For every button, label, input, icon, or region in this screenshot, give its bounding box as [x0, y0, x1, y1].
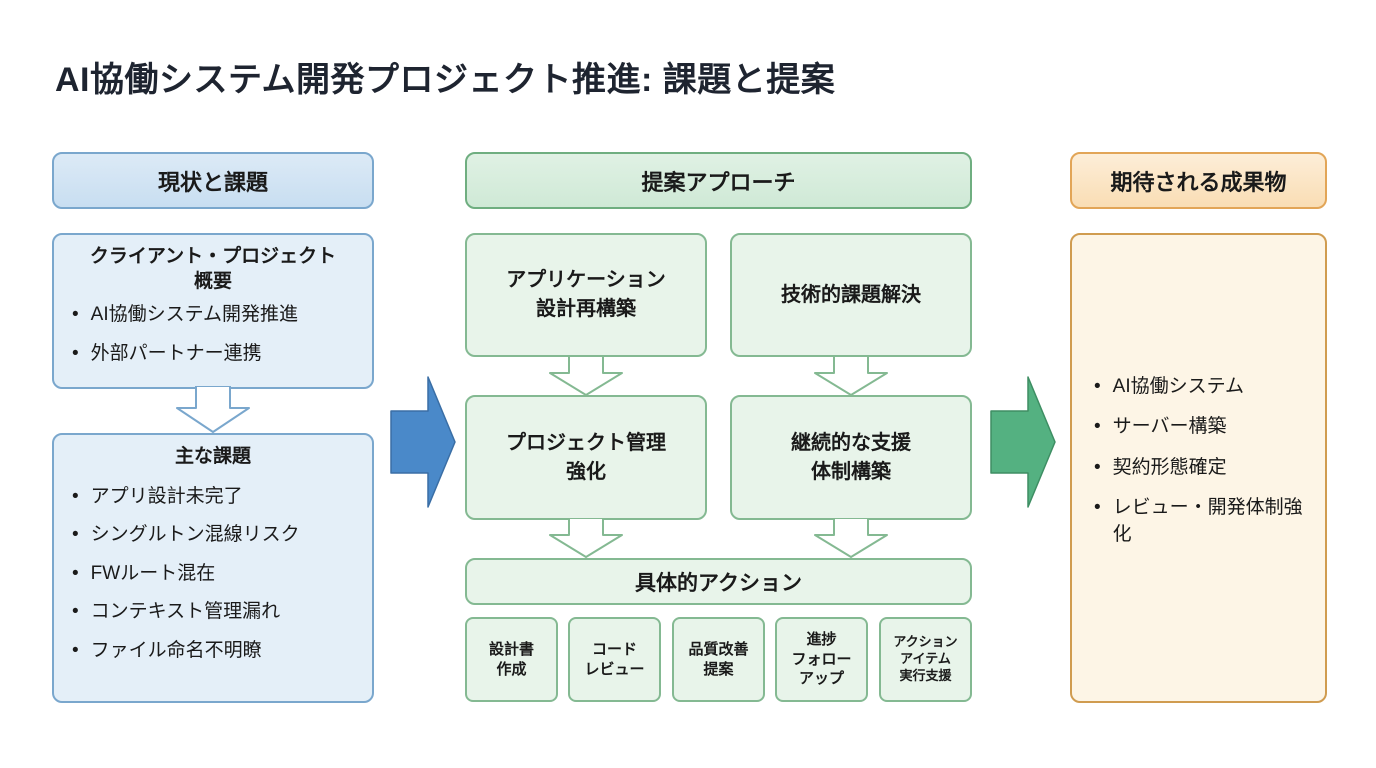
bullet-icon: • — [72, 485, 79, 507]
list-item: •ファイル命名不明瞭 — [72, 638, 362, 665]
right-column-header: 期待される成果物 — [1070, 152, 1327, 209]
actions-header-label: 具体的アクション — [635, 571, 802, 595]
down-arrow-icon — [814, 356, 888, 396]
list-item: •FWルート混在 — [72, 561, 362, 588]
down-arrow-icon — [549, 356, 623, 396]
bullet-icon: • — [72, 304, 79, 326]
list-item: •外部パートナー連携 — [72, 341, 362, 368]
list-item: •アプリ設計未完了 — [72, 484, 362, 511]
middle-column-header: 提案アプローチ — [465, 152, 972, 209]
approach-box-pm-strengthen: プロジェクト管理 強化 — [465, 395, 707, 520]
overview-box-title: クライアント・プロジェクト 概要 — [89, 246, 337, 292]
list-item: •契約形態確定 — [1094, 455, 1311, 482]
list-item: •シングルトン混線リスク — [72, 522, 362, 549]
overview-box: クライアント・プロジェクト 概要 •AI協働システム開発推進 •外部パートナー連… — [52, 233, 374, 389]
middle-column-header-label: 提案アプローチ — [641, 169, 796, 195]
bullet-icon: • — [72, 640, 79, 662]
approach-box-app-redesign: アプリケーション 設計再構築 — [465, 233, 707, 357]
list-item: •サーバー構築 — [1094, 414, 1311, 441]
bullet-icon: • — [72, 562, 79, 584]
issues-box: 主な課題 •アプリ設計未完了 •シングルトン混線リスク •FWルート混在 •コン… — [52, 433, 374, 703]
bullet-icon: • — [1094, 497, 1101, 519]
down-arrow-icon — [549, 518, 623, 558]
bullet-icon: • — [1094, 456, 1101, 478]
bullet-icon: • — [1094, 375, 1101, 397]
flow-arrow-middle-to-right-icon — [990, 376, 1056, 508]
down-arrow-icon — [814, 518, 888, 558]
action-box-quality-improve: 品質改善 提案 — [672, 617, 765, 702]
list-item: •レビュー・開発体制強化 — [1094, 497, 1303, 545]
bullet-icon: • — [72, 342, 79, 364]
diagram-title: AI協働システム開発プロジェクト推進: 課題と提案 — [55, 61, 836, 99]
list-item: •AI協働システム — [1094, 374, 1311, 401]
bullet-icon: • — [72, 524, 79, 546]
approach-box-support-structure: 継続的な支援 体制構築 — [730, 395, 972, 520]
action-box-code-review: コード レビュー — [568, 617, 661, 702]
bullet-icon: • — [1094, 416, 1101, 438]
actions-header-bar: 具体的アクション — [465, 558, 972, 605]
action-box-design-doc: 設計書 作成 — [465, 617, 558, 702]
down-arrow-icon — [176, 386, 250, 433]
list-item: •コンテキスト管理漏れ — [72, 599, 362, 626]
list-item: •AI協働システム開発推進 — [72, 302, 362, 329]
issues-box-title: 主な課題 — [174, 446, 251, 467]
deliverables-bullet-list: •AI協働システム •サーバー構築 •契約形態確定 •レビュー・開発体制強化 — [1078, 374, 1319, 563]
overview-bullet-list: •AI協働システム開発推進 •外部パートナー連携 — [54, 302, 372, 367]
left-column-header: 現状と課題 — [52, 152, 374, 209]
flow-arrow-left-to-middle-icon — [390, 376, 456, 508]
right-column-header-label: 期待される成果物 — [1110, 169, 1287, 195]
approach-box-tech-solve: 技術的課題解決 — [730, 233, 972, 357]
bullet-icon: • — [72, 601, 79, 623]
deliverables-box: •AI協働システム •サーバー構築 •契約形態確定 •レビュー・開発体制強化 — [1070, 233, 1327, 703]
issues-bullet-list: •アプリ設計未完了 •シングルトン混線リスク •FWルート混在 •コンテキスト管… — [54, 484, 372, 665]
action-box-item-execution: アクション アイテム 実行支援 — [879, 617, 972, 702]
action-box-progress-followup: 進捗 フォロー アップ — [775, 617, 868, 702]
left-column-header-label: 現状と課題 — [157, 169, 268, 195]
